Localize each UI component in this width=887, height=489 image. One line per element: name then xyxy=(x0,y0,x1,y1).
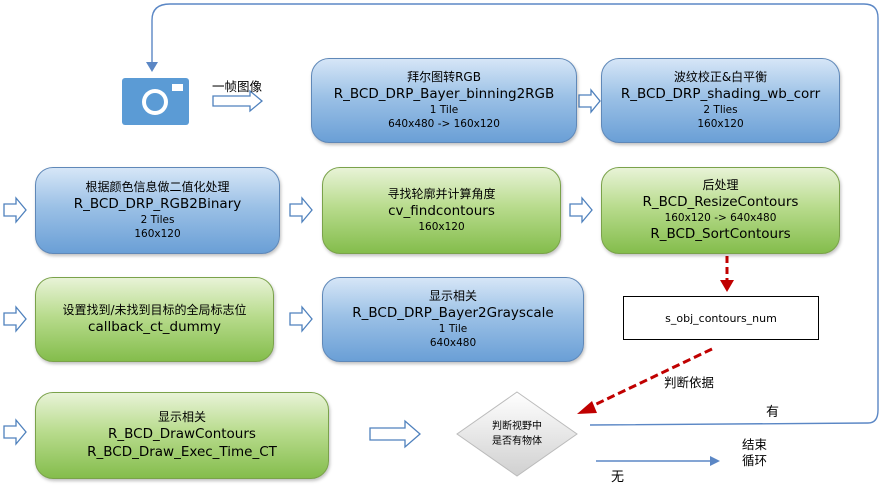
block-arrow-bayer-to-shading xyxy=(578,88,601,114)
shading-size: 160x120 xyxy=(697,118,744,130)
block-arrow-binary-to-contours xyxy=(289,196,313,224)
block-arrow-row4-left xyxy=(3,418,27,446)
block-arrow-row2-left xyxy=(3,196,27,224)
post-size: 160x120 -> 640x480 xyxy=(664,212,777,224)
post-title: 后处理 xyxy=(702,178,739,192)
binary-title: 根据颜色信息做二值化处理 xyxy=(85,180,230,194)
shading-wb-box: 波纹校正&白平衡 R_BCD_DRP_shading_wb_corr 2 Tli… xyxy=(601,58,840,143)
red-dashed-arrowhead-down xyxy=(720,280,734,292)
draw-func1: R_BCD_DrawContours xyxy=(108,426,256,442)
shading-func: R_BCD_DRP_shading_wb_corr xyxy=(620,86,821,102)
no-label: 无 xyxy=(611,470,625,485)
find-contours-box: 寻找轮廓并计算角度 cv_findcontours 160x120 xyxy=(322,167,561,254)
post-processing-box: 后处理 R_BCD_ResizeContours 160x120 -> 640x… xyxy=(601,167,840,254)
loop-back-connector xyxy=(151,3,879,426)
decision-text: 判断视野中 是否有物体 xyxy=(467,419,567,449)
gray-title: 显示相关 xyxy=(428,289,477,303)
block-arrow-draw-to-decision xyxy=(369,419,421,449)
shading-title: 波纹校正&白平衡 xyxy=(673,70,768,84)
set-flag-box: 设置找到/未找到目标的全局标志位 callback_ct_dummy xyxy=(35,277,274,362)
red-dashed-arrowhead-diagonal xyxy=(577,401,597,414)
bayer-to-rgb-box: 拜尔图转RGB R_BCD_DRP_Bayer_binning2RGB 1 Ti… xyxy=(311,58,577,143)
yes-label: 有 xyxy=(766,405,780,420)
block-arrow-row3-left xyxy=(3,305,27,333)
bayer-func: R_BCD_DRP_Bayer_binning2RGB xyxy=(333,86,555,102)
draw-contours-box: 显示相关 R_BCD_DrawContours R_BCD_Draw_Exec_… xyxy=(35,392,329,479)
draw-func2: R_BCD_Draw_Exec_Time_CT xyxy=(87,444,277,460)
binary-func: R_BCD_DRP_RGB2Binary xyxy=(73,196,242,212)
shading-tiles: 2 Tlies xyxy=(703,104,738,116)
block-arrow-contours-to-post xyxy=(569,196,593,224)
end-loop-line1: 结束 xyxy=(742,437,768,452)
contours-title: 寻找轮廓并计算角度 xyxy=(387,187,496,201)
basis-label: 判断依据 xyxy=(664,375,715,390)
rgb2binary-box: 根据颜色信息做二值化处理 R_BCD_DRP_RGB2Binary 2 Tile… xyxy=(35,167,280,254)
binary-size: 160x120 xyxy=(134,228,181,240)
end-loop-label: 结束 循环 xyxy=(742,437,767,469)
red-dashed-arrow-diagonal xyxy=(587,347,713,410)
draw-title: 显示相关 xyxy=(157,410,206,424)
bayer-tiles: 1 Tile xyxy=(429,104,459,116)
post-func1: R_BCD_ResizeContours xyxy=(642,194,799,210)
gray-tiles: 1 Tile xyxy=(438,323,468,335)
contours-func: cv_findcontours xyxy=(388,203,495,219)
loop-back-arrowhead xyxy=(146,62,158,72)
flag-func: callback_ct_dummy xyxy=(88,319,221,335)
end-loop-line2: 循环 xyxy=(742,453,768,468)
decision-line2: 是否有物体 xyxy=(492,436,542,447)
bayer2grayscale-box: 显示相关 R_BCD_DRP_Bayer2Grayscale 1 Tile 64… xyxy=(322,277,584,362)
binary-tiles: 2 Tiles xyxy=(140,214,175,226)
gray-func: R_BCD_DRP_Bayer2Grayscale xyxy=(352,305,554,321)
block-arrow-flag-to-gray xyxy=(289,305,313,333)
contours-num-variable: s_obj_contours_num xyxy=(665,311,777,325)
decision-line1: 判断视野中 xyxy=(492,421,542,432)
post-func2: R_BCD_SortContours xyxy=(650,226,791,242)
camera-frame-label: 一帧图像 xyxy=(212,79,263,94)
decision-diamond xyxy=(456,391,578,477)
block-arrow-camera-to-bayer xyxy=(212,89,264,113)
contours-size: 160x120 xyxy=(418,221,465,233)
end-loop-arrowhead xyxy=(710,456,720,466)
flag-title: 设置找到/未找到目标的全局标志位 xyxy=(62,303,247,317)
camera-icon xyxy=(122,78,189,125)
contours-num-variable-box: s_obj_contours_num xyxy=(623,296,819,340)
gray-size: 640x480 xyxy=(429,337,477,349)
bayer-size: 640x480 -> 160x120 xyxy=(388,118,500,130)
bayer-title: 拜尔图转RGB xyxy=(407,70,481,84)
